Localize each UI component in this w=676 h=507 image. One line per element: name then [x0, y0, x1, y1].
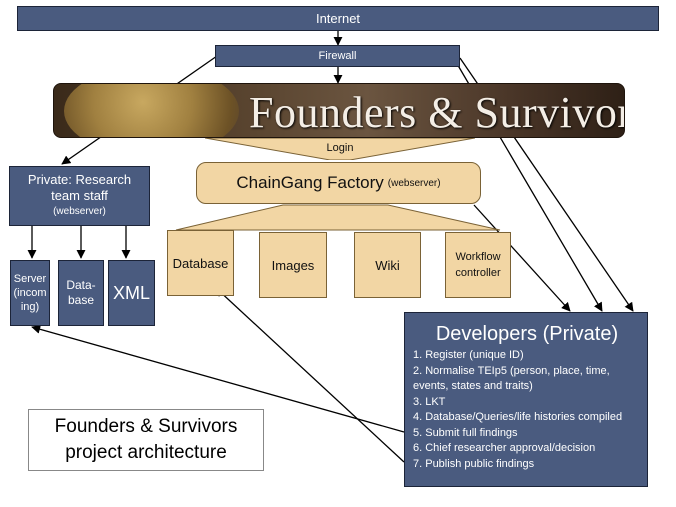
- arrow-developers-server: [31, 324, 405, 433]
- caption-line1: Founders & Survivors: [54, 416, 238, 437]
- research-sub-label: (webserver): [53, 206, 106, 217]
- firewall-node: Firewall: [215, 45, 460, 67]
- arrow-chaingang-developers: [473, 204, 571, 312]
- login-trapezoid: [205, 138, 475, 160]
- database-node: Database: [167, 230, 234, 296]
- internet-label: Internet: [315, 11, 361, 26]
- chaingang-factory-node: ChainGang Factory (webserver): [196, 162, 481, 204]
- login-label: Login: [326, 142, 354, 154]
- database-label: Database: [172, 255, 229, 271]
- developers-step: 5. Submit full findings: [413, 426, 518, 439]
- developers-step: 3. LKT: [413, 395, 446, 408]
- founders-survivors-banner: Founders & Survivors: [53, 83, 625, 138]
- wiki-label: Wiki: [375, 257, 400, 273]
- developers-title: Developers (Private): [435, 323, 619, 345]
- xml-node: XML: [108, 260, 155, 326]
- login-connector: Login: [205, 138, 475, 160]
- research-team-node: Private: Research team staff (webserver): [9, 166, 150, 226]
- server-label: Server (incom ing): [13, 273, 47, 313]
- banner-title: Founders & Survivors: [249, 88, 625, 137]
- xml-label: XML: [112, 282, 150, 303]
- developers-step: 1. Register (unique ID): [413, 349, 524, 361]
- developers-step: 4. Database/Queries/life histories compi…: [413, 411, 623, 423]
- workflow-controller-label: Workflow controller: [455, 251, 501, 279]
- workflow-controller-node: Workflow controller: [445, 232, 511, 298]
- research-line1: Private: Research: [27, 172, 132, 187]
- diagram-caption: Founders & Survivors project architectur…: [28, 409, 264, 471]
- developers-step: 7. Publish public findings: [413, 457, 535, 470]
- research-line2: team staff: [51, 188, 108, 203]
- developers-step: 6. Chief researcher approval/decision: [413, 442, 596, 454]
- chaingang-label: ChainGang Factory: [236, 173, 384, 192]
- firewall-label: Firewall: [318, 50, 357, 62]
- images-node: Images: [259, 232, 327, 298]
- developers-step: 2. Normalise TEIp5 (person, place, time,…: [413, 364, 610, 393]
- images-label: Images: [271, 257, 315, 273]
- server-incoming-node: Server (incom ing): [10, 260, 50, 326]
- developers-steps-list: 1. Register (unique ID) 2. Normalise TEI…: [413, 348, 641, 472]
- internet-node: Internet: [17, 6, 659, 31]
- chaingang-sub-label: (webserver): [387, 177, 441, 189]
- chaingang-fanout: [175, 204, 501, 231]
- caption-line2: project architecture: [65, 442, 227, 463]
- wiki-node: Wiki: [354, 232, 421, 298]
- coin-logo-image: [64, 84, 239, 137]
- research-database-node: Data- base: [58, 260, 104, 326]
- developers-node: Developers (Private) 1. Register (unique…: [404, 312, 648, 487]
- research-database-label: Data- base: [66, 278, 96, 307]
- arrow-developers-database: [215, 287, 405, 463]
